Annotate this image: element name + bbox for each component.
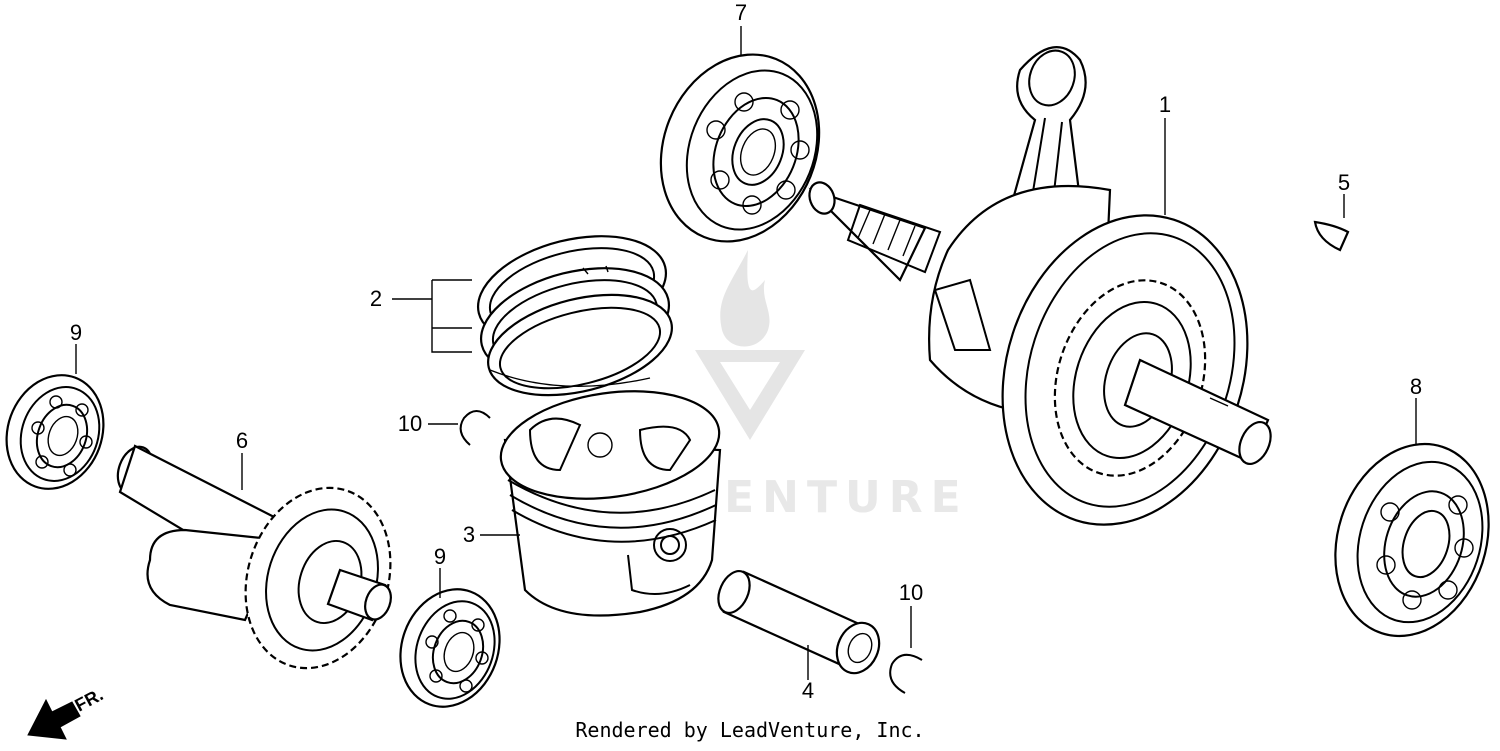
bearing-9b [399, 588, 501, 708]
piston-rings-2 [476, 235, 673, 397]
callout-10b: 10 [899, 580, 923, 605]
circlip-10b [889, 653, 923, 694]
callouts: 1 2 3 4 5 6 7 8 9 9 10 10 [70, 0, 1422, 703]
watermark-v-icon [695, 350, 805, 440]
woodruff-key-5 [1313, 220, 1350, 252]
callout-10a: 10 [398, 411, 422, 436]
bearing-9a [5, 374, 105, 490]
callout-3: 3 [463, 522, 475, 547]
callout-9b: 9 [434, 544, 446, 569]
callout-9a: 9 [70, 320, 82, 345]
callout-4: 4 [802, 678, 814, 703]
balancer-shaft-6 [116, 444, 392, 670]
bearing-7 [659, 53, 821, 243]
watermark-flame-icon [720, 250, 770, 347]
callout-8: 8 [1410, 374, 1422, 399]
callout-7: 7 [735, 0, 747, 25]
callout-5: 5 [1338, 170, 1350, 195]
arrow-icon [27, 698, 81, 740]
piston-pin-4 [717, 570, 881, 675]
footer-credit: Rendered by LeadVenture, Inc. [575, 718, 925, 742]
bearing-8 [1334, 442, 1490, 638]
callout-2: 2 [370, 286, 382, 311]
callout-1: 1 [1159, 92, 1171, 117]
circlip-10a [459, 410, 491, 446]
crankshaft-1 [808, 46, 1272, 526]
callout-6: 6 [236, 428, 248, 453]
piston-3 [499, 390, 722, 617]
leader-lines [75, 26, 1417, 680]
